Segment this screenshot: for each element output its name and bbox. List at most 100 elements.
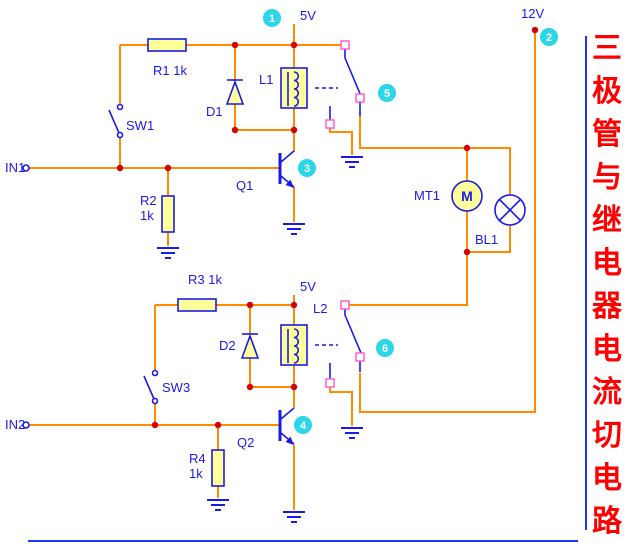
transistor-q2-collector: [280, 407, 295, 420]
junction-dot: [463, 248, 471, 256]
switch-sw1-terminal-top: [116, 103, 124, 111]
node-marker-2: [540, 28, 558, 46]
label-l2: L2: [313, 301, 327, 316]
node-marker-2-num: 2: [546, 32, 552, 44]
label-r2-value: 1k: [140, 208, 154, 223]
junction-dot: [290, 126, 298, 134]
transistor-q1: [278, 150, 295, 188]
switch-sw3-terminal-bottom: [151, 397, 159, 405]
junction-dots: [116, 26, 539, 429]
wires: [29, 24, 536, 510]
junction-dot: [151, 421, 159, 429]
title-char: 电: [592, 333, 622, 366]
junction-dot: [463, 144, 471, 152]
relay-contact-k2-blade: [344, 314, 362, 354]
node-marker-1-num: 1: [269, 13, 275, 25]
label-sw1: SW1: [126, 118, 154, 133]
junction-dot: [246, 383, 254, 391]
node-marker-4-num: 4: [300, 420, 307, 432]
relay-contact-k1-blade: [344, 57, 362, 97]
title-char: 继: [592, 204, 622, 237]
relay-k2-terminal-common: [340, 300, 350, 310]
relay-contact-k1: [315, 40, 365, 129]
relay-coil-l2-body: [280, 324, 308, 366]
relay-contact-k2-leads: [329, 309, 361, 379]
junction-dot: [231, 41, 239, 49]
in1-terminal[interactable]: [22, 164, 30, 172]
ground-q2-emitter: [283, 511, 305, 523]
relay-k2-terminal-nc: [325, 378, 335, 388]
resistor-r1: [147, 38, 187, 52]
switch-sw3[interactable]: [143, 369, 159, 405]
label-5v-bottom: 5V: [300, 279, 316, 294]
node-markers: 1 2 3 4 5 6: [263, 9, 558, 434]
relay-coil-l1-body: [280, 67, 308, 109]
label-in1: IN1: [5, 160, 25, 175]
label-5v-top: 5V: [300, 8, 316, 23]
transistor-q2-emitter-arrow: [285, 436, 294, 445]
wire-12v-rail: [359, 30, 536, 413]
title-char: 三: [592, 32, 622, 65]
label-12v: 12V: [521, 6, 544, 21]
label-r1: R1 1k: [153, 63, 187, 78]
switch-sw1[interactable]: [108, 103, 124, 139]
title-char: 流: [592, 376, 622, 409]
junction-dot: [164, 164, 172, 172]
wire-motor-lamp: [349, 147, 511, 306]
ground-relay-k2: [341, 427, 363, 439]
node-marker-3-num: 3: [304, 163, 310, 175]
relay-coil-l2: [280, 324, 308, 366]
diode-d2: [240, 333, 260, 359]
title-column: 三 极 管 与 继 电 器 电 流 切 电 路: [585, 32, 623, 538]
lamp-bl1: [494, 194, 526, 226]
node-marker-6-num: 6: [382, 343, 388, 355]
junction-dot: [531, 26, 539, 34]
relay-coil-l1-winding: [293, 71, 300, 107]
label-bl1: BL1: [475, 232, 498, 247]
ground-q1-emitter: [283, 223, 305, 235]
diode-d1-anode: [225, 79, 245, 105]
label-r2: R2: [140, 193, 157, 208]
junction-dot: [116, 164, 124, 172]
motor-mt1-body: [451, 180, 483, 212]
switch-sw1-blade[interactable]: [108, 109, 120, 134]
label-l1: L1: [259, 72, 273, 87]
diode-d1: [225, 79, 245, 105]
in2-terminal[interactable]: [22, 421, 30, 429]
title-char: 管: [592, 118, 622, 151]
relay-k1-terminal-no: [355, 93, 365, 103]
title-char: 电: [592, 462, 622, 495]
title-char: 极: [592, 75, 622, 108]
label-mt1: MT1: [414, 188, 440, 203]
node-marker-4: [294, 416, 312, 434]
junction-dot: [290, 301, 298, 309]
label-r3: R3 1k: [188, 272, 222, 287]
transistor-q1-collector: [280, 150, 295, 163]
label-q2: Q2: [237, 435, 254, 450]
relay-coil-l1: [280, 67, 308, 109]
ground-relay-k1: [341, 156, 363, 168]
ground-r2: [157, 247, 179, 259]
resistor-r3: [177, 298, 217, 312]
label-q1: Q1: [236, 178, 253, 193]
switch-sw3-blade[interactable]: [143, 375, 155, 400]
motor-mt1-glyph: M: [461, 188, 473, 204]
node-marker-5: [378, 84, 396, 102]
title-char: 与: [592, 161, 622, 194]
node-marker-5-num: 5: [384, 88, 390, 100]
label-d2: D2: [219, 338, 236, 353]
node-marker-6: [376, 339, 394, 357]
title-char: 路: [592, 505, 623, 538]
resistor-r4: [211, 449, 225, 487]
relay-k2-terminal-no: [355, 352, 365, 362]
title-char: 切: [592, 419, 622, 452]
wire-relay1-contacts: [329, 116, 467, 155]
relay-k1-terminal-nc: [325, 119, 335, 129]
motor-mt1: M: [451, 180, 483, 212]
resistor-r3-body: [177, 298, 217, 312]
transistor-q2: [278, 407, 295, 445]
resistor-r2-body: [161, 195, 175, 233]
junction-dot: [231, 126, 239, 134]
label-r4-value: 1k: [189, 466, 203, 481]
